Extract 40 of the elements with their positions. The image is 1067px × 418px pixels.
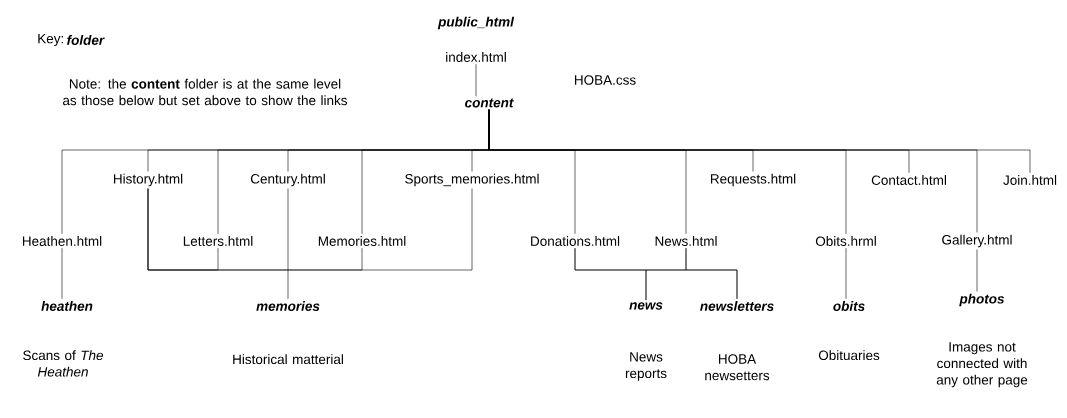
folder-label: memories bbox=[256, 301, 320, 311]
folder-label: content bbox=[465, 98, 514, 108]
file-label: Gallery.html bbox=[942, 234, 1012, 248]
connector-line bbox=[287, 188, 289, 300]
connector-line bbox=[845, 247, 847, 300]
folder-label: newsletters bbox=[700, 301, 774, 311]
file-label: News.html bbox=[655, 236, 717, 246]
file-label: History.html bbox=[114, 173, 183, 187]
description-text: News reports bbox=[625, 352, 667, 381]
file-label: Requests.html bbox=[711, 173, 796, 187]
description-text: Obituaries bbox=[818, 350, 880, 361]
file-label: index.html bbox=[446, 52, 506, 62]
folder-label: news bbox=[629, 302, 663, 310]
connector-line bbox=[488, 109, 978, 233]
folder-label: public_html bbox=[437, 16, 515, 30]
folder-label: heathen bbox=[41, 301, 93, 311]
file-label: Letters.html bbox=[183, 236, 253, 246]
connector-line bbox=[61, 247, 63, 300]
label-text: HOBA.css bbox=[575, 75, 636, 85]
file-label: Memories.html bbox=[318, 236, 406, 246]
folder-label: folder bbox=[67, 35, 105, 45]
file-label: Donations.html bbox=[531, 236, 620, 246]
file-label: Sports_memories.html bbox=[405, 173, 539, 187]
description-text: Historical matterial bbox=[233, 354, 343, 365]
description-text: Images not connected with any other page bbox=[936, 342, 1028, 388]
folder-label: obits bbox=[833, 301, 865, 311]
folder-label: photos bbox=[959, 293, 1005, 307]
connector-line bbox=[976, 249, 978, 292]
connector-line bbox=[147, 188, 473, 271]
key-label: Key: bbox=[38, 33, 63, 47]
file-label: Join.html bbox=[1003, 175, 1057, 185]
note-text: Note: the content folder is at the same level as those below but set above to show the links bbox=[63, 78, 348, 106]
file-label: Century.html bbox=[250, 173, 325, 187]
connector-line bbox=[685, 247, 738, 300]
file-label: Obits.hrml bbox=[815, 236, 876, 246]
file-label: Heathen.html bbox=[22, 236, 102, 246]
description-text: Scans of The Heathen bbox=[23, 350, 104, 377]
file-label: Contact.html bbox=[871, 175, 946, 185]
connector-line bbox=[475, 63, 477, 97]
description-text: HOBA newsetters bbox=[705, 354, 770, 381]
